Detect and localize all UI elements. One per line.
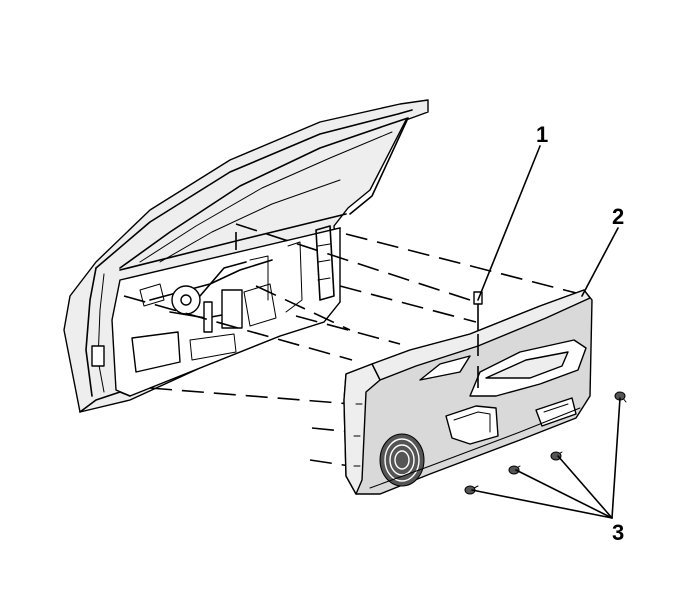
door-shell xyxy=(63,99,429,413)
regulator-arm xyxy=(199,261,247,297)
align-line-9 xyxy=(309,459,351,467)
screw-2-head xyxy=(508,465,520,475)
trim-panel-top-ledge xyxy=(371,289,591,381)
window-glass-line xyxy=(139,131,393,263)
leader-3d xyxy=(611,397,621,519)
align-line-1 xyxy=(345,233,589,297)
lower-access-hole xyxy=(131,331,181,373)
latch-module xyxy=(243,283,277,327)
align-line-6 xyxy=(123,295,353,361)
lower-access-hole-2 xyxy=(189,333,237,361)
speaker-ring-1 xyxy=(384,438,420,482)
callout-1: 1 xyxy=(536,122,548,147)
pull-cup xyxy=(445,405,499,445)
align-line-7 xyxy=(149,387,353,405)
align-line-4 xyxy=(235,223,471,301)
retainer-clip-marks xyxy=(353,403,363,467)
regulator-motor xyxy=(221,289,243,329)
door-trim-panel xyxy=(343,289,593,495)
callout-3: 3 xyxy=(612,520,624,545)
speaker-grille-outer xyxy=(379,433,425,487)
window-frame-edge xyxy=(95,109,413,269)
align-line-10 xyxy=(255,285,351,331)
speaker-ring-3 xyxy=(394,450,410,470)
screw-3-head xyxy=(550,451,562,461)
armrest-recess xyxy=(485,351,569,379)
align-line-3 xyxy=(295,315,401,345)
window-regulator xyxy=(139,241,303,333)
leader-3b xyxy=(515,469,613,519)
callout-labels: 1 2 3 xyxy=(536,122,624,545)
door-handle-bezel xyxy=(419,355,471,381)
speaker-ring-2 xyxy=(389,444,415,476)
window-opening xyxy=(119,117,409,269)
leader-3c xyxy=(557,455,613,519)
window-glass-line-2 xyxy=(159,179,341,263)
callout-2: 2 xyxy=(612,204,624,229)
trim-panel-front-face xyxy=(343,363,381,495)
leader-1 xyxy=(477,145,541,301)
latch-pillar xyxy=(315,225,335,301)
trim-panel-lower-edge xyxy=(369,407,581,489)
rod-2 xyxy=(285,241,303,313)
regulator-hub xyxy=(180,294,192,306)
leader-2 xyxy=(581,227,619,297)
switch-pocket-inner xyxy=(543,403,569,413)
hinge xyxy=(91,345,105,367)
regulator-bracket xyxy=(203,301,213,333)
hinge-pillar xyxy=(85,267,97,397)
screw-3 xyxy=(550,451,563,461)
leader-lines xyxy=(471,145,621,519)
rod-1 xyxy=(249,255,269,301)
hinge-pillar-inner xyxy=(97,273,105,393)
pull-cup-inner xyxy=(453,411,491,433)
speaker-grille xyxy=(379,433,425,487)
door-bottom-edge xyxy=(79,391,131,413)
belt-line xyxy=(119,213,347,271)
screw-2 xyxy=(508,465,521,475)
screws xyxy=(464,391,627,495)
alignment-lines xyxy=(123,223,589,467)
align-line-2 xyxy=(339,285,477,323)
latch-pillar-details xyxy=(317,243,331,281)
leader-3a xyxy=(471,489,613,519)
